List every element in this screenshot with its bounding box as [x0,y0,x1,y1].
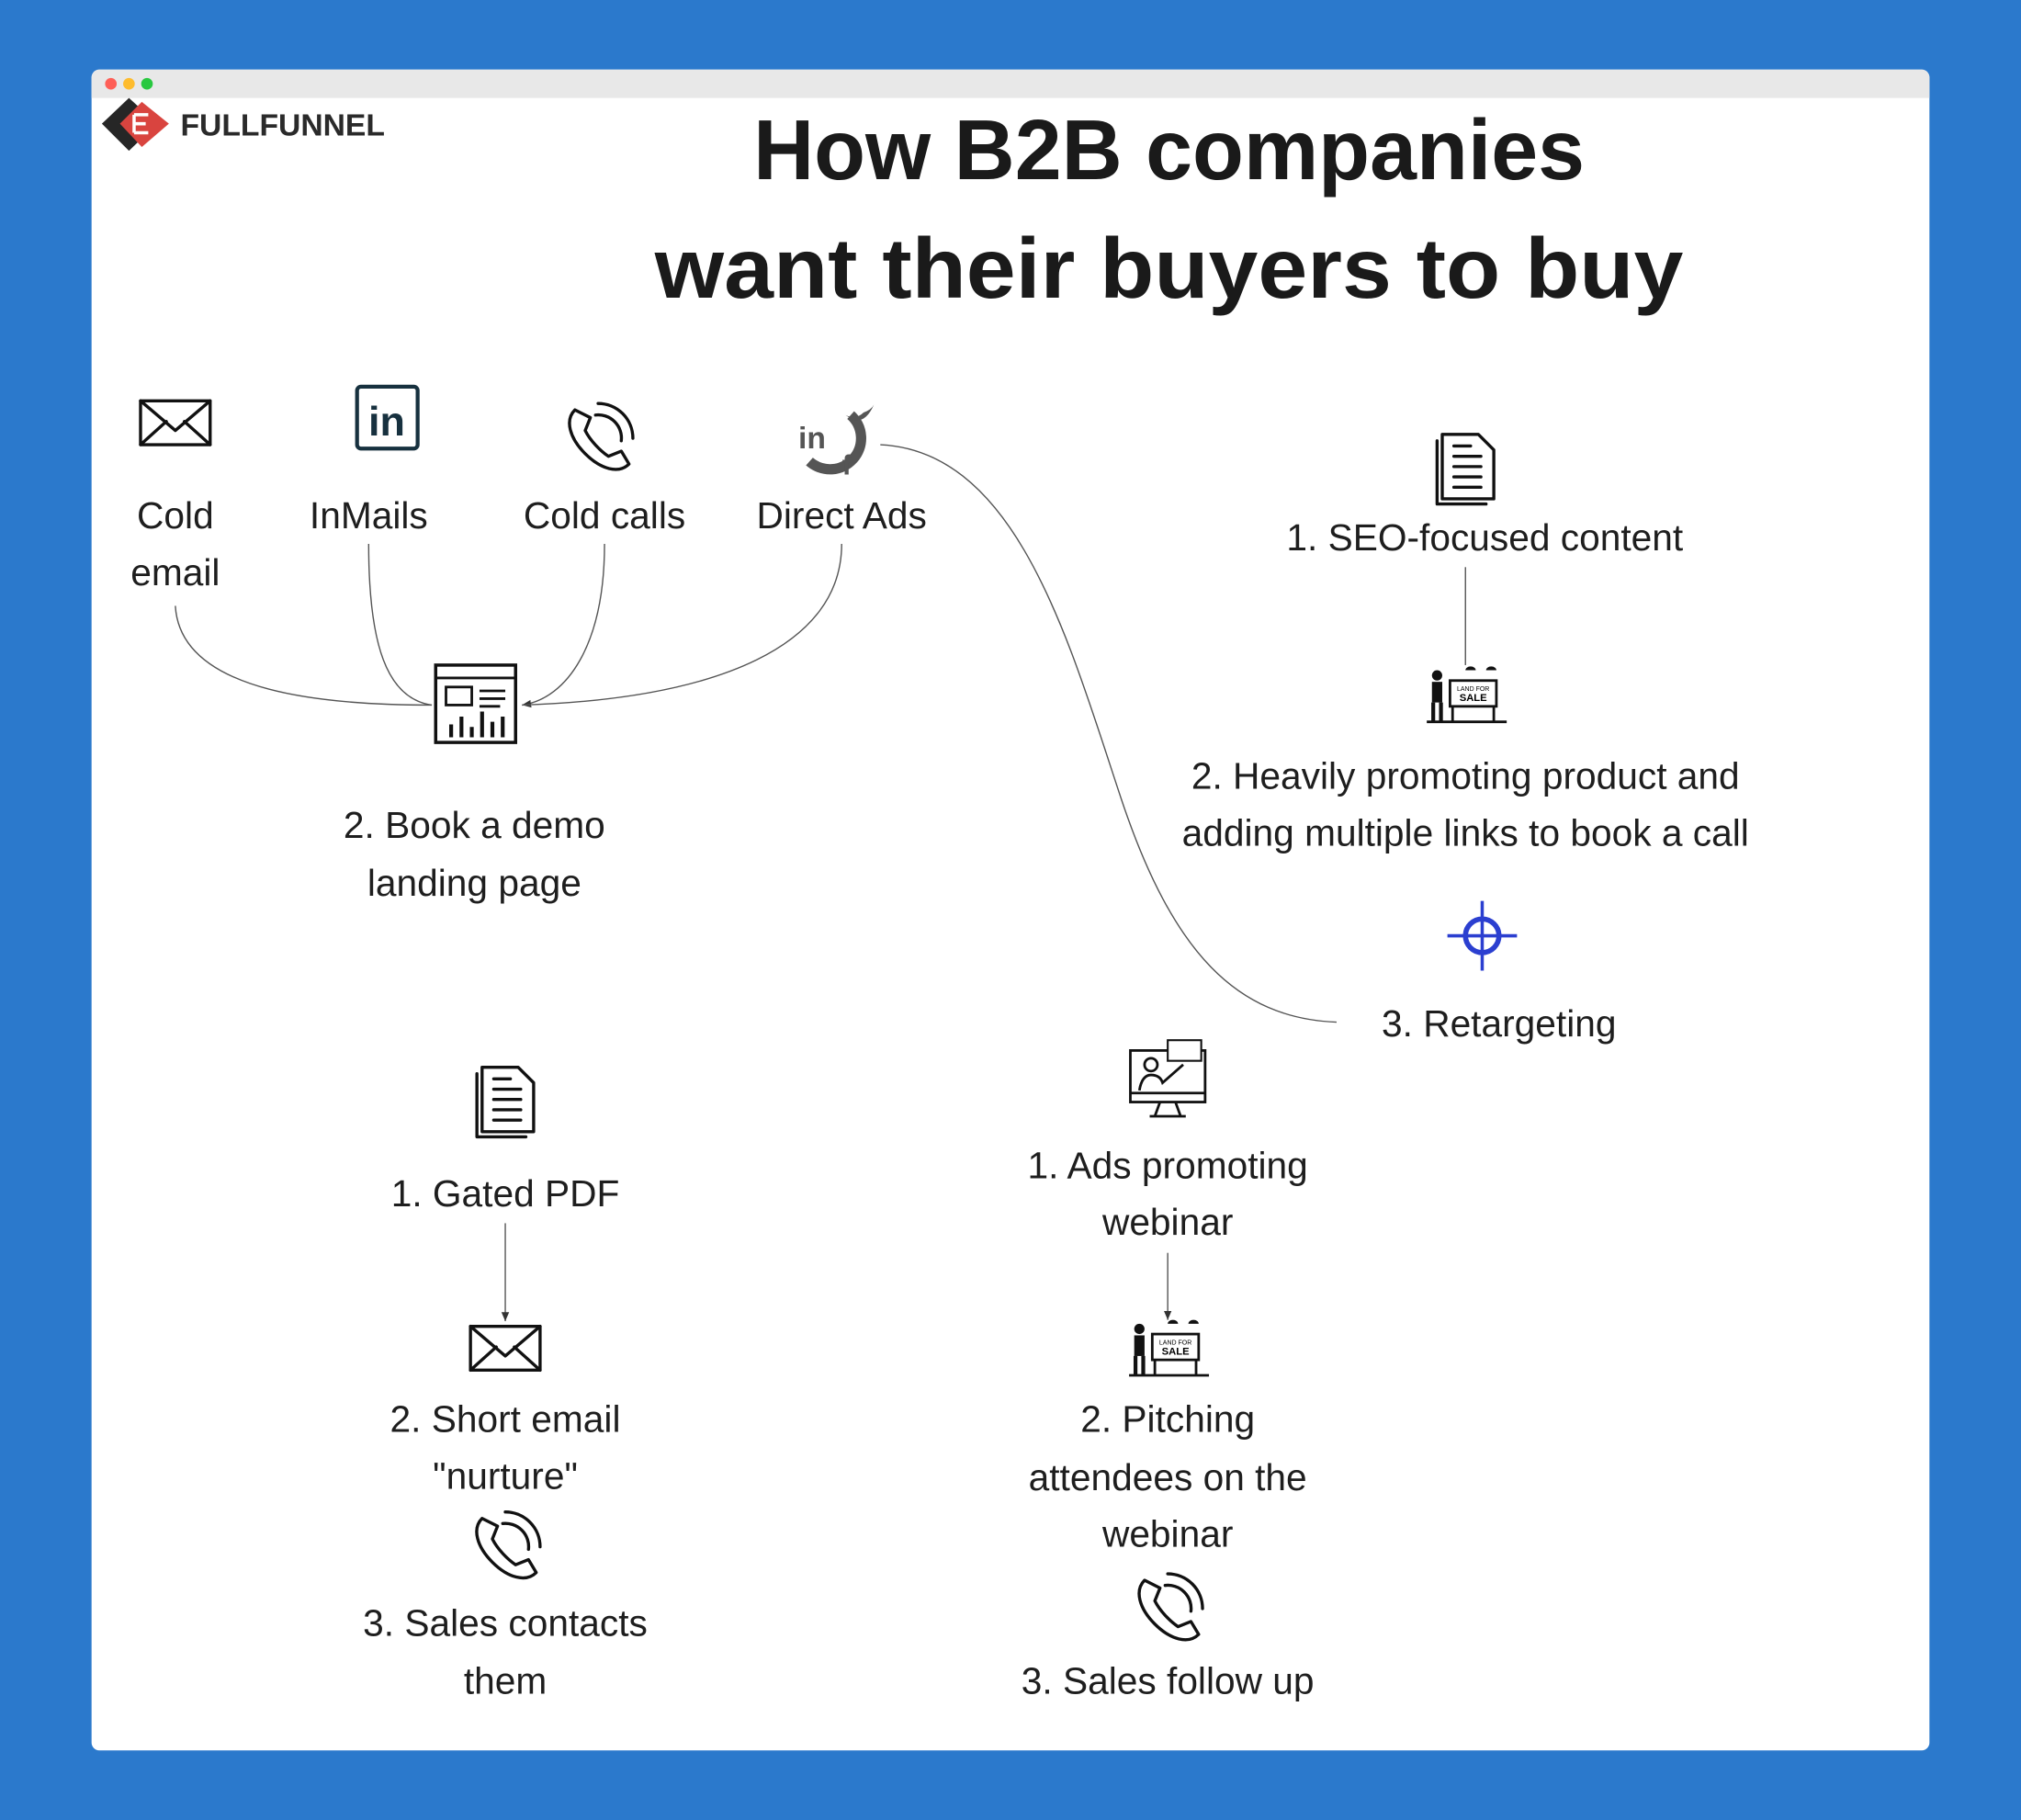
connectors [175,444,1466,1322]
step-label: 2. Short email [390,1398,621,1441]
step-label: 1. SEO-focused content [1286,516,1683,559]
channel-inmails: in InMails [310,384,428,537]
webinar-step-3: 3. Sales follow up [1022,1572,1315,1702]
title-line-2: want their buyers to buy [654,220,1684,316]
seo-step-3: 3. Retargeting [1382,900,1616,1045]
channel-label: Cold [137,494,214,537]
seo-step-1: 1. SEO-focused content [1286,433,1683,559]
gated-step-3: 3. Sales contacts them [363,1510,648,1702]
logo-text: FULLFUNNEL [180,108,384,142]
step-label: 3. Sales contacts [363,1601,648,1644]
step-label: 1. Gated PDF [391,1172,620,1215]
svg-text:in: in [368,398,405,445]
gated-step-1: 1. Gated PDF [391,1065,620,1215]
social-ads-icon: in f [798,404,875,480]
gated-step-2: 2. Short email "nurture" [390,1324,621,1497]
step-label: webinar [1101,1513,1233,1555]
close-button[interactable] [105,77,118,90]
minimize-button[interactable] [123,77,135,90]
maximize-button[interactable] [141,77,153,90]
browser-window [91,69,1930,1751]
step-label: webinar [1101,1201,1233,1243]
step-label: "nurture" [433,1454,578,1497]
step-label: 3. Retargeting [1382,1002,1616,1045]
webinar-step-1: 1. Ads promoting webinar [1028,1039,1308,1243]
step-label: adding multiple links to book a call [1182,811,1749,853]
channel-label: email [130,551,220,593]
node-label: landing page [367,862,581,904]
node-label: 2. Book a demo [344,804,605,846]
step-label: 2. Pitching [1080,1398,1255,1441]
channel-label: InMails [310,494,428,537]
seo-step-2: 2. Heavily promoting product and adding … [1182,666,1749,853]
webinar-step-2: 2. Pitching attendees on the webinar [1029,1320,1307,1555]
crosshair-icon [1447,900,1518,971]
landing-page-icon [434,663,518,744]
step-label: 2. Heavily promoting product and [1191,755,1740,797]
channel-label: Direct Ads [757,494,927,537]
channel-cold-email: Cold email [130,399,220,593]
step-label: 3. Sales follow up [1022,1660,1315,1702]
fullfunnel-logo: FULLFUNNEL [101,97,385,152]
channel-direct-ads: in f Direct Ads [757,404,927,537]
channel-label: Cold calls [524,494,685,537]
title-line-1: How B2B companies [753,102,1585,198]
svg-text:f: f [842,448,852,480]
step-label: 1. Ads promoting [1028,1144,1308,1186]
svg-text:in: in [798,422,826,456]
channel-cold-calls: Cold calls [524,401,685,537]
step-label: them [464,1660,547,1702]
title-bar [91,69,1930,98]
webinar-icon [1129,1039,1207,1118]
step-label: attendees on the [1029,1456,1307,1498]
landing-page-node: 2. Book a demo landing page [344,663,605,904]
linkedin-icon: in [355,384,420,451]
